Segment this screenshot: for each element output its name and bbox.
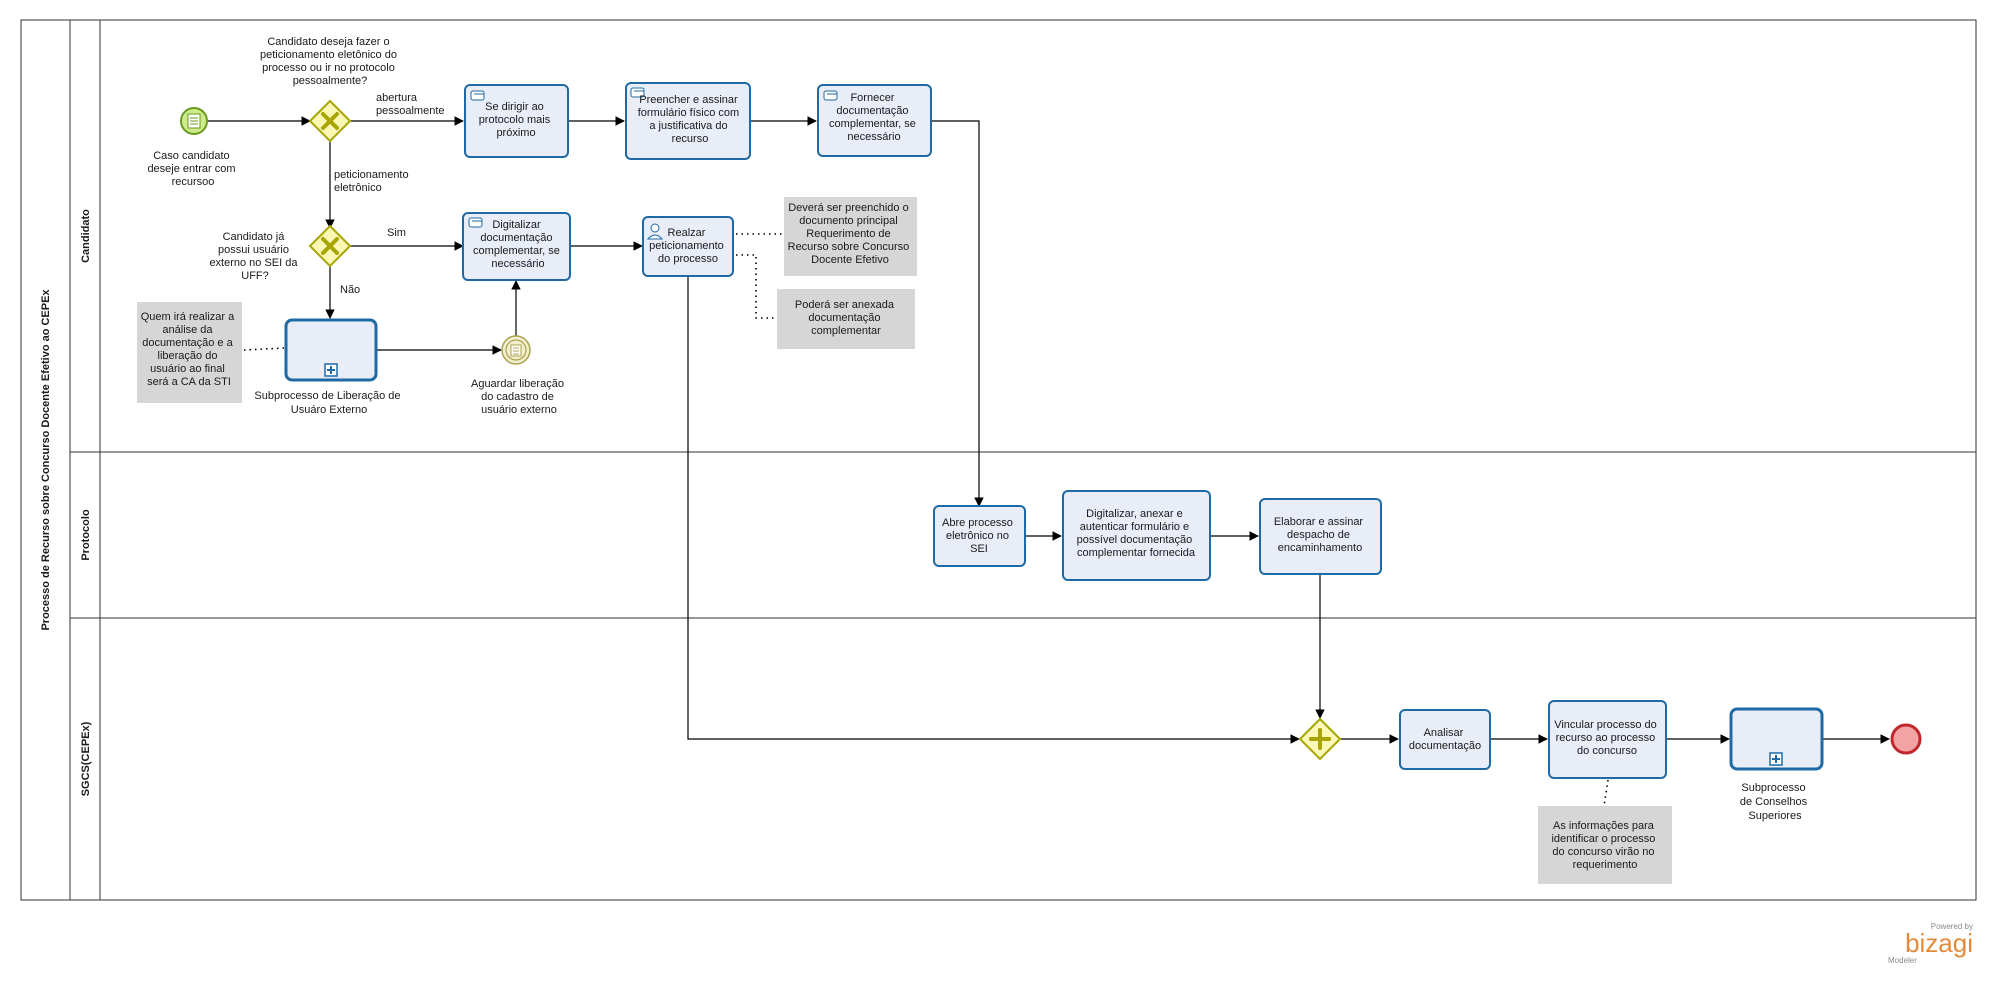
svg-text:Digitalizar documentação: Digitalizar documentação complementar, s… <box>473 219 563 270</box>
plus-square-icon <box>324 363 338 377</box>
svg-text:Realzar peticionamento: Realzar peticionamento do processo <box>649 227 727 265</box>
gateway-1-label: Candidato deseja fazer o peticionamento … <box>260 36 400 87</box>
exclusive-gateway-1[interactable] <box>308 99 352 143</box>
watermark-brand: bizagi <box>1905 928 1973 958</box>
task-digitalizar-anexar[interactable]: Digitalizar, anexar e autenticar formulá… <box>1062 490 1211 581</box>
flow-label-nao: Não <box>340 284 360 296</box>
annotation-podera-anexada: Poderá ser anexada documentação compleme… <box>777 289 915 349</box>
svg-text:Poderá ser anexada docum: Poderá ser anexada documentação compleme… <box>795 299 897 337</box>
task-vincular-processo[interactable]: Vincular processo do recurso ao processo… <box>1548 700 1667 779</box>
annotation-quem-realiza: Quem irá realizar a análise da documenta… <box>137 302 242 403</box>
intermediate-event-label: Aguardar liberação do cadastro de usuári… <box>471 378 567 416</box>
flow-fornecer-abre <box>931 120 984 507</box>
sequence-flows <box>207 116 1890 744</box>
svg-text:Elaborar e assinar despa: Elaborar e assinar despacho de encaminha… <box>1274 516 1366 554</box>
flow-label-peticionamento: peticionamento eletrônico <box>334 169 412 194</box>
start-event-label: Caso candidato deseje entrar com recurso… <box>147 150 238 188</box>
svg-text:As informações para iden: As informações para identificar o proces… <box>1551 820 1658 871</box>
parallel-gateway-join[interactable] <box>1298 717 1342 761</box>
flow-label-abertura: abertura pessoalmente <box>376 92 445 117</box>
flow-label-sim: Sim <box>387 227 406 239</box>
exclusive-gateway-2[interactable] <box>308 224 352 268</box>
task-preencher-formulario[interactable]: Preencher e assinar formulário físico co… <box>625 82 751 160</box>
document-icon <box>187 113 201 129</box>
subprocess-conselhos-label: Subprocesso de Conselhos Superiores <box>1740 782 1810 822</box>
pool: Processo de Recurso sobre Concurso Docen… <box>20 19 1977 901</box>
svg-text:Analisar documentação: Analisar documentação <box>1409 727 1481 752</box>
assoc-quem <box>243 347 286 351</box>
intermediate-event[interactable] <box>501 335 531 365</box>
task-se-dirigir-protocolo[interactable]: Se dirigir ao protocolo mais próximo <box>464 84 569 158</box>
task-abre-processo[interactable]: Abre processo eletrônico no SEI <box>933 505 1026 567</box>
lane-title-candidato: Candidato <box>80 209 92 263</box>
associations <box>243 233 1609 807</box>
annotation-informacoes: As informações para identificar o proces… <box>1538 806 1672 884</box>
plus-square-icon <box>1769 752 1783 766</box>
subprocess-conselhos-superiores[interactable] <box>1729 707 1824 771</box>
task-fornecer-documentacao[interactable]: Fornecer documentação complementar, se n… <box>817 84 932 157</box>
hand-icon <box>468 217 483 228</box>
lane-title-protocolo: Protocolo <box>80 509 92 561</box>
annotation-devera-preenchido: Deverá ser preenchido o documento princi… <box>784 197 917 276</box>
watermark-product: Modeler <box>1888 956 1917 965</box>
pool-title: Processo de Recurso sobre Concurso Docen… <box>40 289 52 631</box>
end-event[interactable] <box>1890 723 1922 755</box>
task-analisar-documentacao[interactable]: Analisar documentação <box>1399 709 1491 770</box>
message-icon <box>510 344 522 357</box>
watermark-powered: Powered by <box>1931 922 1973 931</box>
svg-text:Quem irá realizar a anál: Quem irá realizar a análise da documenta… <box>141 311 238 388</box>
hand-icon <box>470 90 485 101</box>
svg-text:Vincular processo do rec: Vincular processo do recurso ao processo… <box>1554 719 1660 757</box>
svg-text:Deverá ser preenchido o: Deverá ser preenchido o documento princi… <box>788 202 913 266</box>
svg-text:Preencher e assinar form: Preencher e assinar formulário físico co… <box>638 94 743 145</box>
svg-text:Fornecer documentação: Fornecer documentação complementar, se n… <box>829 92 919 143</box>
plus-icon <box>1309 728 1331 750</box>
task-realizar-peticionamento[interactable]: Realzar peticionamento do processo <box>642 216 734 277</box>
x-icon <box>321 237 339 255</box>
svg-text:Digitalizar, anexar e au: Digitalizar, anexar e autenticar formulá… <box>1077 508 1196 559</box>
task-digitalizar-documentacao[interactable]: Digitalizar documentação complementar, s… <box>462 212 571 281</box>
x-icon <box>321 112 339 130</box>
start-event[interactable] <box>180 107 208 135</box>
flow-realizar-join <box>687 276 1300 744</box>
gateway-2-label: Candidato já possui usuário externo no S… <box>209 231 300 282</box>
subprocess-liberacao-usuario[interactable] <box>284 318 378 382</box>
hand-icon <box>630 87 645 98</box>
svg-text:Abre processo eletrônico: Abre processo eletrônico no SEI <box>942 517 1016 555</box>
user-icon <box>646 223 664 240</box>
svg-text:Se dirigir ao protocolo: Se dirigir ao protocolo mais próximo <box>479 101 554 139</box>
subprocess-liberacao-label: Subprocesso de Liberação de Usuáro Exter… <box>254 390 403 416</box>
task-elaborar-despacho[interactable]: Elaborar e assinar despacho de encaminha… <box>1259 498 1382 575</box>
hand-icon <box>823 90 838 101</box>
lane-title-sgcs: SGCS(CEPEx) <box>80 721 92 796</box>
bizagi-watermark: Powered by bizagi Modeler <box>1888 922 1973 965</box>
